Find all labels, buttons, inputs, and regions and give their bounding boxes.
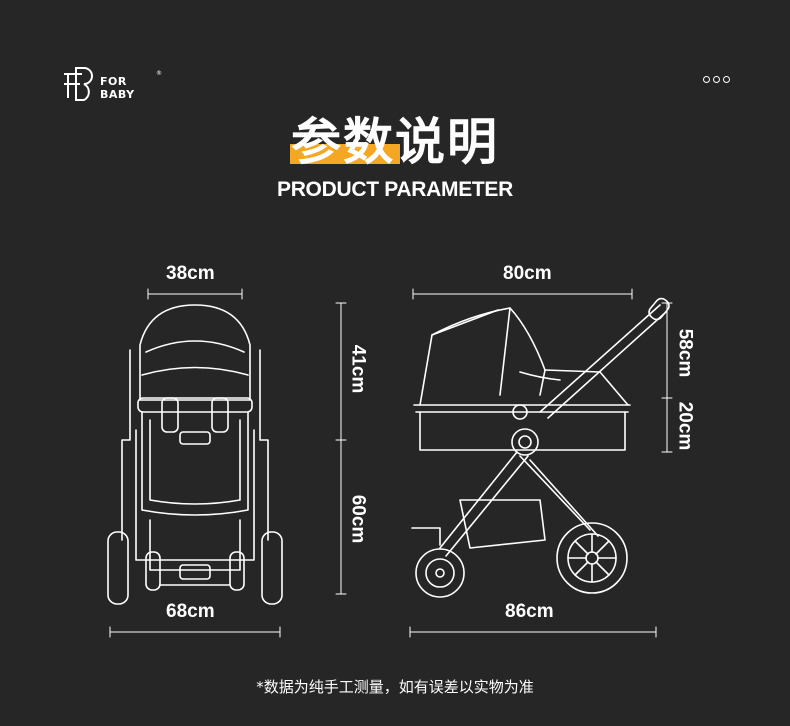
side-top-width-label: 80cm [503,263,552,284]
dot [723,76,730,83]
more-dots-icon[interactable] [703,76,730,83]
front-top-width-label: 38cm [166,263,215,284]
side-basket-height-label: 20cm [674,401,696,451]
title-accent-bar [290,144,400,164]
front-upper-height-label: 41cm [347,344,369,394]
front-bottom-dimension-line [109,626,281,638]
measurement-note: *数据为纯手工测量，如有误差以实物为准 [256,678,534,696]
front-vertical-dimension-line [335,302,347,595]
front-lower-height-label: 60cm [347,494,369,544]
brand-for: FOR [100,75,127,88]
front-bottom-width-label: 68cm [166,601,215,622]
brand-logo: FOR BABY ® [62,64,172,104]
page-title: 参数说明 [291,113,499,171]
side-vertical-dimension-line [661,302,673,453]
fb-logo-icon [64,67,93,101]
stroller-side-view [411,297,670,598]
brand-baby: BABY [100,88,135,101]
stroller-front-view [107,304,283,605]
page-subtitle: PRODUCT PARAMETER [276,178,513,201]
side-bottom-dimension-line [409,626,657,638]
dot [713,76,720,83]
side-top-dimension-line [412,288,633,300]
front-top-dimension-line [147,288,243,300]
side-handle-height-label: 58cm [674,328,696,378]
side-bottom-length-label: 86cm [505,601,554,622]
dot [703,76,710,83]
brand-registered-mark: ® [156,70,162,77]
